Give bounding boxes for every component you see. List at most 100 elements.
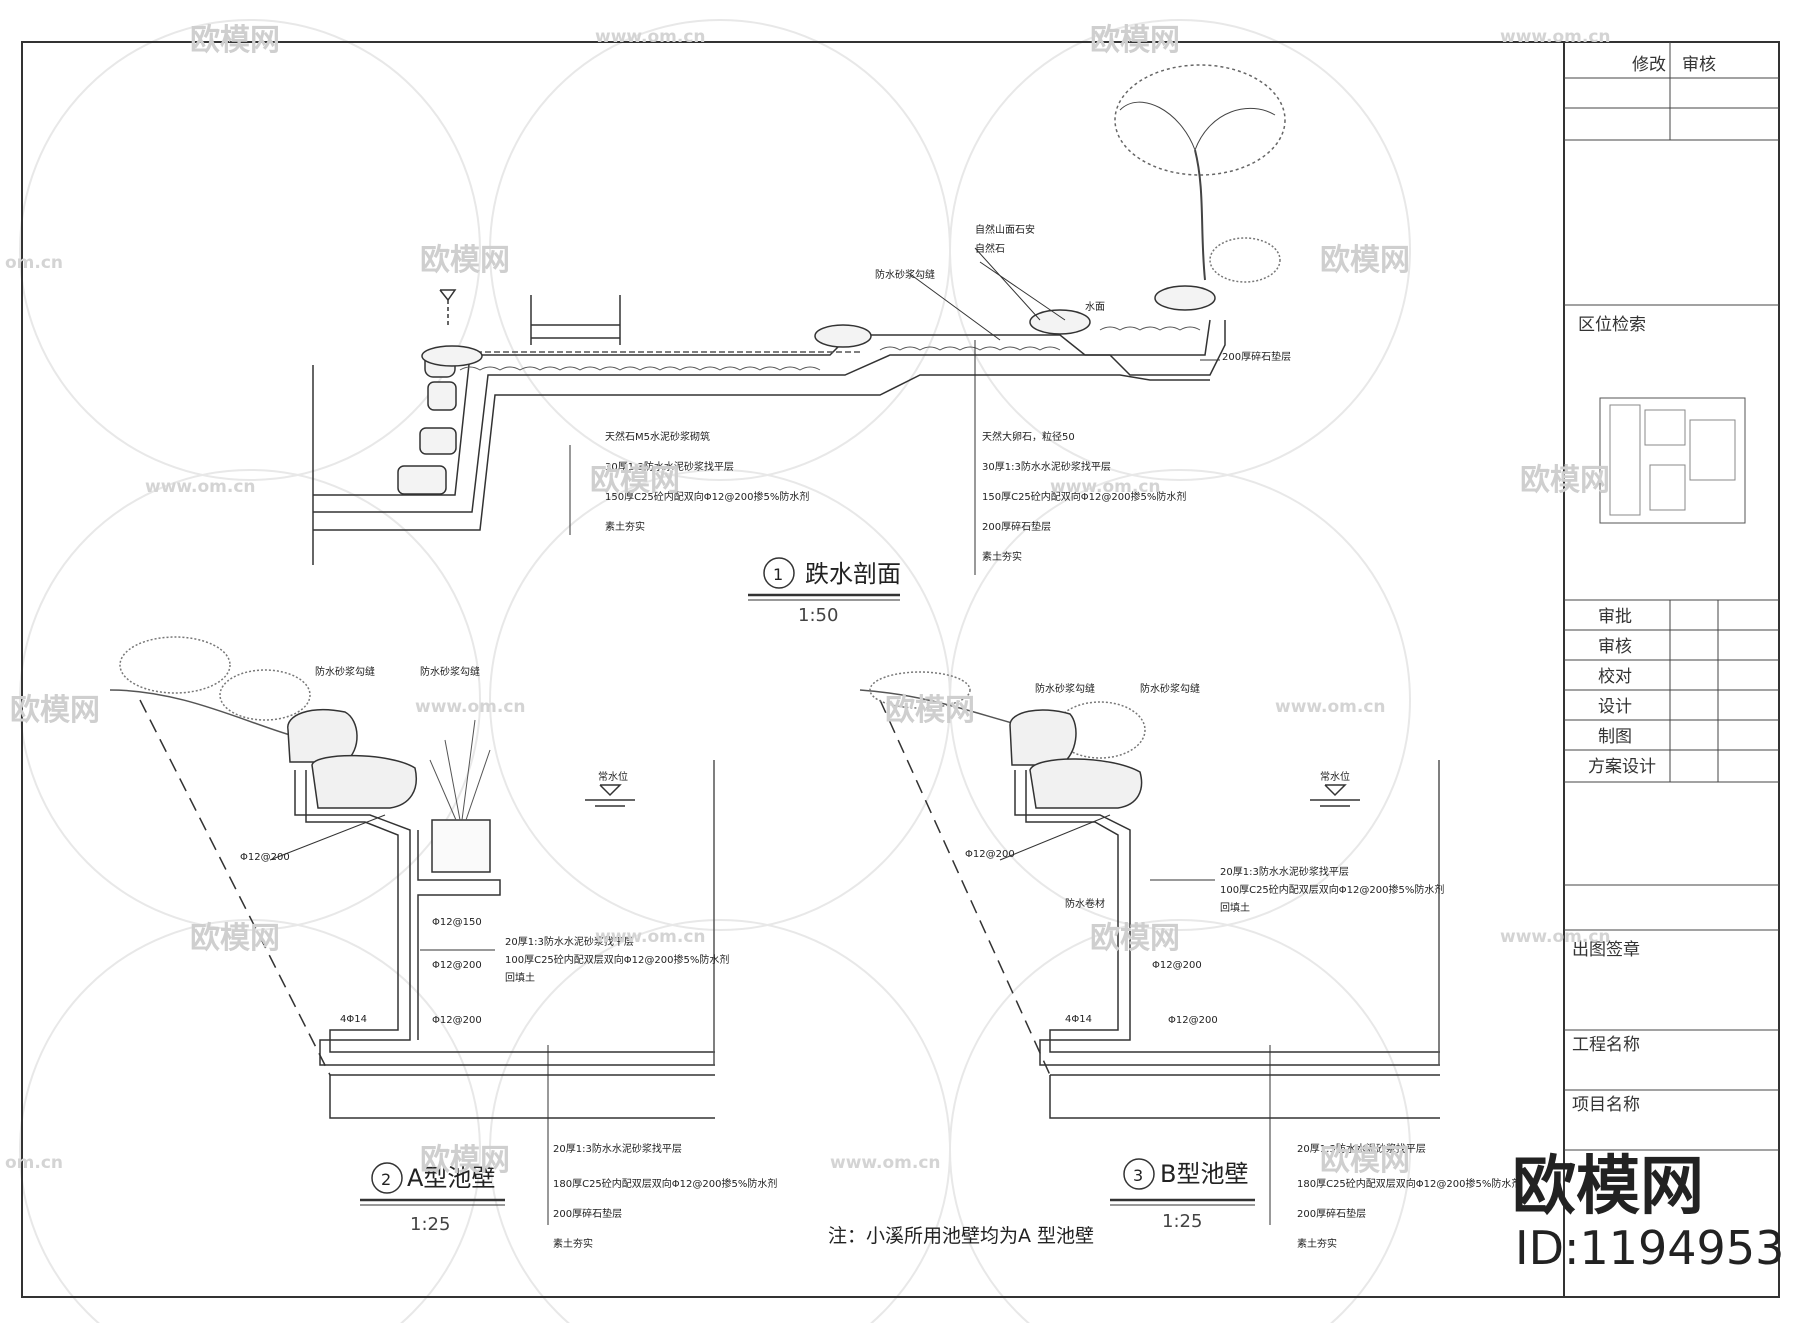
wm-url: www.om.cn <box>415 697 526 717</box>
s1-title: 跌水剖面 <box>805 560 901 588</box>
tb-draw: 制图 <box>1598 727 1632 747</box>
s1-label-6: 30厚1:3防水水泥砂浆找平层 <box>605 460 734 473</box>
tb-review-head: 审核 <box>1682 55 1716 75</box>
s3-label-14: 素土夯实 <box>1297 1237 1337 1250</box>
wm-brand: 欧模网 <box>1320 1143 1410 1178</box>
s1-label-3: 水面 <box>1085 301 1105 313</box>
wm-brand: 欧模网 <box>1090 921 1180 956</box>
section-2-title: 2 A型池壁 1:25 <box>360 1162 505 1235</box>
tb-scheme: 方案设计 <box>1588 757 1656 777</box>
s1-number: 1 <box>773 565 783 584</box>
watermark-circles <box>19 19 1411 1323</box>
wm-brand: 欧模网 <box>420 243 510 278</box>
wm-brand: 欧模网 <box>1090 23 1180 58</box>
title-block-labels: 修改 审核 区位检索 审批 审核 校对 设计 制图 方案设计 出图签章 工程名称… <box>1572 55 1716 1115</box>
s1-label-4: 200厚碎石垫层 <box>1222 350 1291 363</box>
tb-design: 设计 <box>1598 697 1632 717</box>
section-1-labels: 自然山面石安 自然石 防水砂浆勾缝 水面 200厚碎石垫层 天然石M5水泥砂浆砌… <box>605 223 1291 563</box>
s2-label-2: 常水位 <box>598 770 628 783</box>
wm-url-short: om.cn <box>5 253 63 273</box>
wm-url: www.om.cn <box>595 927 706 947</box>
s2-label-1: 防水砂浆勾缝 <box>420 665 480 678</box>
wm-brand: 欧模网 <box>885 693 975 728</box>
s1-label-1: 自然石 <box>975 242 1005 255</box>
s3-scale: 1:25 <box>1162 1211 1202 1232</box>
s3-label-0: 防水砂浆勾缝 <box>1035 682 1095 695</box>
s2-scale: 1:25 <box>410 1214 450 1235</box>
wm-url: www.om.cn <box>1275 697 1386 717</box>
section-1-drawing <box>312 64 1286 575</box>
tb-project: 工程名称 <box>1572 1035 1640 1055</box>
s1-label-5: 天然石M5水泥砂浆砌筑 <box>605 430 710 443</box>
s3-label-10: 4Φ14 <box>1065 1014 1092 1025</box>
wm-url: www.om.cn <box>595 27 706 47</box>
s2-title: A型池壁 <box>407 1164 495 1192</box>
s1-label-11: 150厚C25砼内配双向Φ12@200掺5%防水剂 <box>982 490 1186 503</box>
s2-label-6: 100厚C25砼内配双层双向Φ12@200掺5%防水剂 <box>505 953 729 966</box>
wm-brand: 欧模网 <box>190 23 280 58</box>
s2-label-8: Φ12@200 <box>432 960 482 971</box>
title-block <box>1564 42 1779 1151</box>
section-3-title: 3 B型池壁 1:25 <box>1110 1158 1255 1232</box>
s3-label-5: 100厚C25砼内配双层双向Φ12@200掺5%防水剂 <box>1220 883 1444 896</box>
s3-label-12: 180厚C25砼内配双层双向Φ12@200掺5%防水剂 <box>1297 1177 1521 1190</box>
s3-label-7: 防水卷材 <box>1065 897 1105 910</box>
s2-label-12: 180厚C25砼内配双层双向Φ12@200掺5%防水剂 <box>553 1177 777 1190</box>
wm-brand: 欧模网 <box>1320 243 1410 278</box>
tb-check: 审核 <box>1598 637 1632 657</box>
tb-approve: 审批 <box>1598 607 1632 627</box>
s2-number: 2 <box>381 1170 391 1189</box>
sheet-border <box>21 41 1780 1298</box>
s3-label-3: Φ12@200 <box>965 849 1015 860</box>
wm-url: www.om.cn <box>830 1153 941 1173</box>
section-3-labels: 防水砂浆勾缝 防水砂浆勾缝 常水位 Φ12@200 20厚1:3防水水泥砂浆找平… <box>965 682 1521 1250</box>
wm-url: www.om.cn <box>1500 27 1611 47</box>
s3-label-9: Φ12@200 <box>1168 1015 1218 1026</box>
wm-url-short: om.cn <box>5 1153 63 1173</box>
s2-label-11: 20厚1:3防水水泥砂浆找平层 <box>553 1142 682 1155</box>
brand-id: ID:1194953 <box>1515 1221 1784 1275</box>
wm-url: www.om.cn <box>145 477 256 497</box>
s2-label-4: Φ12@150 <box>432 917 482 928</box>
s1-scale: 1:50 <box>798 605 838 626</box>
s2-label-5: 20厚1:3防水水泥砂浆找平层 <box>505 935 634 948</box>
s3-label-2: 常水位 <box>1320 770 1350 783</box>
wm-brand: 欧模网 <box>190 921 280 956</box>
s1-label-7: 150厚C25砼内配双向Φ12@200掺5%防水剂 <box>605 490 809 503</box>
s2-label-14: 素土夯实 <box>553 1237 593 1250</box>
brand-logo: 欧模网 <box>1512 1150 1704 1224</box>
s1-label-8: 素土夯实 <box>605 520 645 533</box>
s2-label-3: Φ12@200 <box>240 852 290 863</box>
s1-label-12: 200厚碎石垫层 <box>982 520 1051 533</box>
tb-location-index: 区位检索 <box>1578 315 1646 335</box>
s3-title: B型池壁 <box>1160 1160 1248 1188</box>
s1-label-10: 30厚1:3防水水泥砂浆找平层 <box>982 460 1111 473</box>
s3-label-6: 回填土 <box>1220 901 1250 914</box>
drawing-note: 注：小溪所用池壁均为A 型池壁 <box>828 1225 1094 1247</box>
tb-proofread: 校对 <box>1598 667 1632 687</box>
s1-label-0: 自然山面石安 <box>975 223 1035 236</box>
s3-label-13: 200厚碎石垫层 <box>1297 1207 1366 1220</box>
s3-label-1: 防水砂浆勾缝 <box>1140 682 1200 695</box>
section-2-labels: 防水砂浆勾缝 防水砂浆勾缝 常水位 Φ12@200 Φ12@150 20厚1:3… <box>240 665 777 1250</box>
section-1-title: 1 跌水剖面 1:50 <box>748 557 901 626</box>
wm-brand: 欧模网 <box>1520 463 1610 498</box>
s1-label-9: 天然大卵石，粒径50 <box>982 430 1075 443</box>
tb-item: 项目名称 <box>1572 1095 1640 1115</box>
s2-label-10: 4Φ14 <box>340 1014 367 1025</box>
s2-label-13: 200厚碎石垫层 <box>553 1207 622 1220</box>
s2-label-0: 防水砂浆勾缝 <box>315 665 375 678</box>
s3-label-8: Φ12@200 <box>1152 960 1202 971</box>
wm-url: www.om.cn <box>1500 927 1611 947</box>
section-3-drawing <box>859 671 1440 1225</box>
s3-label-4: 20厚1:3防水水泥砂浆找平层 <box>1220 865 1349 878</box>
tb-revision: 修改 <box>1632 55 1666 75</box>
s1-label-2: 防水砂浆勾缝 <box>875 268 935 281</box>
watermarks: 欧模网 欧模网 www.om.cn www.om.cn 欧模网 欧模网 om.c… <box>5 23 1611 1178</box>
tb-stamp: 出图签章 <box>1572 940 1640 960</box>
s2-label-9: Φ12@200 <box>432 1015 482 1026</box>
wm-url: www.om.cn <box>1050 477 1161 497</box>
wm-brand: 欧模网 <box>590 463 680 498</box>
s1-label-13: 素土夯实 <box>982 550 1022 563</box>
